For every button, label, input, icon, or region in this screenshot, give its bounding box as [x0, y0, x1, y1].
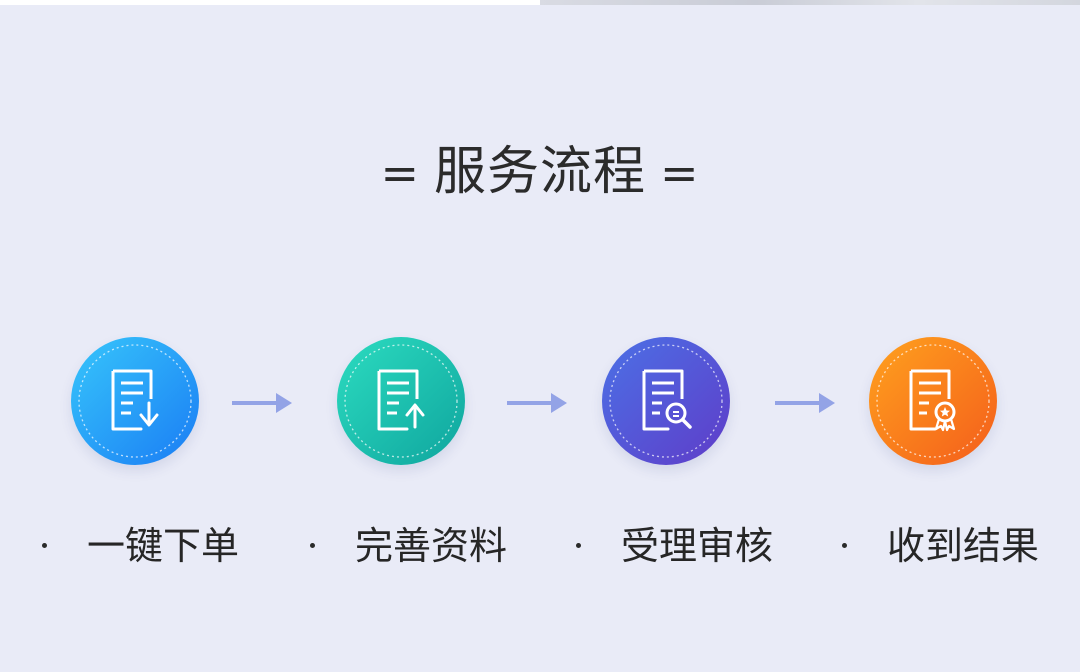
title-text: 服务流程	[433, 142, 646, 202]
step-3-label: 受理审核	[576, 518, 773, 574]
banner-left-edge	[0, 0, 540, 5]
banner-photo-edge	[540, 0, 1080, 5]
arrow-right-icon	[507, 393, 567, 413]
step-2-label: 完善资料	[310, 518, 507, 574]
bullet-dot	[310, 543, 315, 548]
step-1-icon-circle	[71, 337, 199, 465]
title-decoration-left: =	[380, 146, 420, 200]
bullet-dot	[42, 543, 47, 548]
step-label-text: 完善资料	[355, 524, 508, 568]
step-3-icon-circle	[602, 337, 730, 465]
arrow-right-icon	[775, 393, 835, 413]
step-4-icon-circle	[869, 337, 997, 465]
section-title: =服务流程=	[0, 138, 1080, 207]
step-label-text: 一键下单	[87, 524, 240, 568]
bullet-dot	[576, 543, 581, 548]
step-label-text: 受理审核	[621, 524, 774, 568]
document-download-icon	[78, 344, 192, 458]
title-decoration-right: =	[660, 146, 700, 200]
document-search-icon	[609, 344, 723, 458]
step-2-icon-circle	[337, 337, 465, 465]
step-1-label: 一键下单	[42, 518, 239, 574]
document-upload-icon	[344, 344, 458, 458]
arrow-right-icon	[232, 393, 292, 413]
step-4-label: 收到结果	[842, 518, 1039, 574]
step-label-text: 收到结果	[887, 524, 1040, 568]
top-banner-edge	[0, 0, 1080, 5]
document-award-icon	[876, 344, 990, 458]
bullet-dot	[842, 543, 847, 548]
